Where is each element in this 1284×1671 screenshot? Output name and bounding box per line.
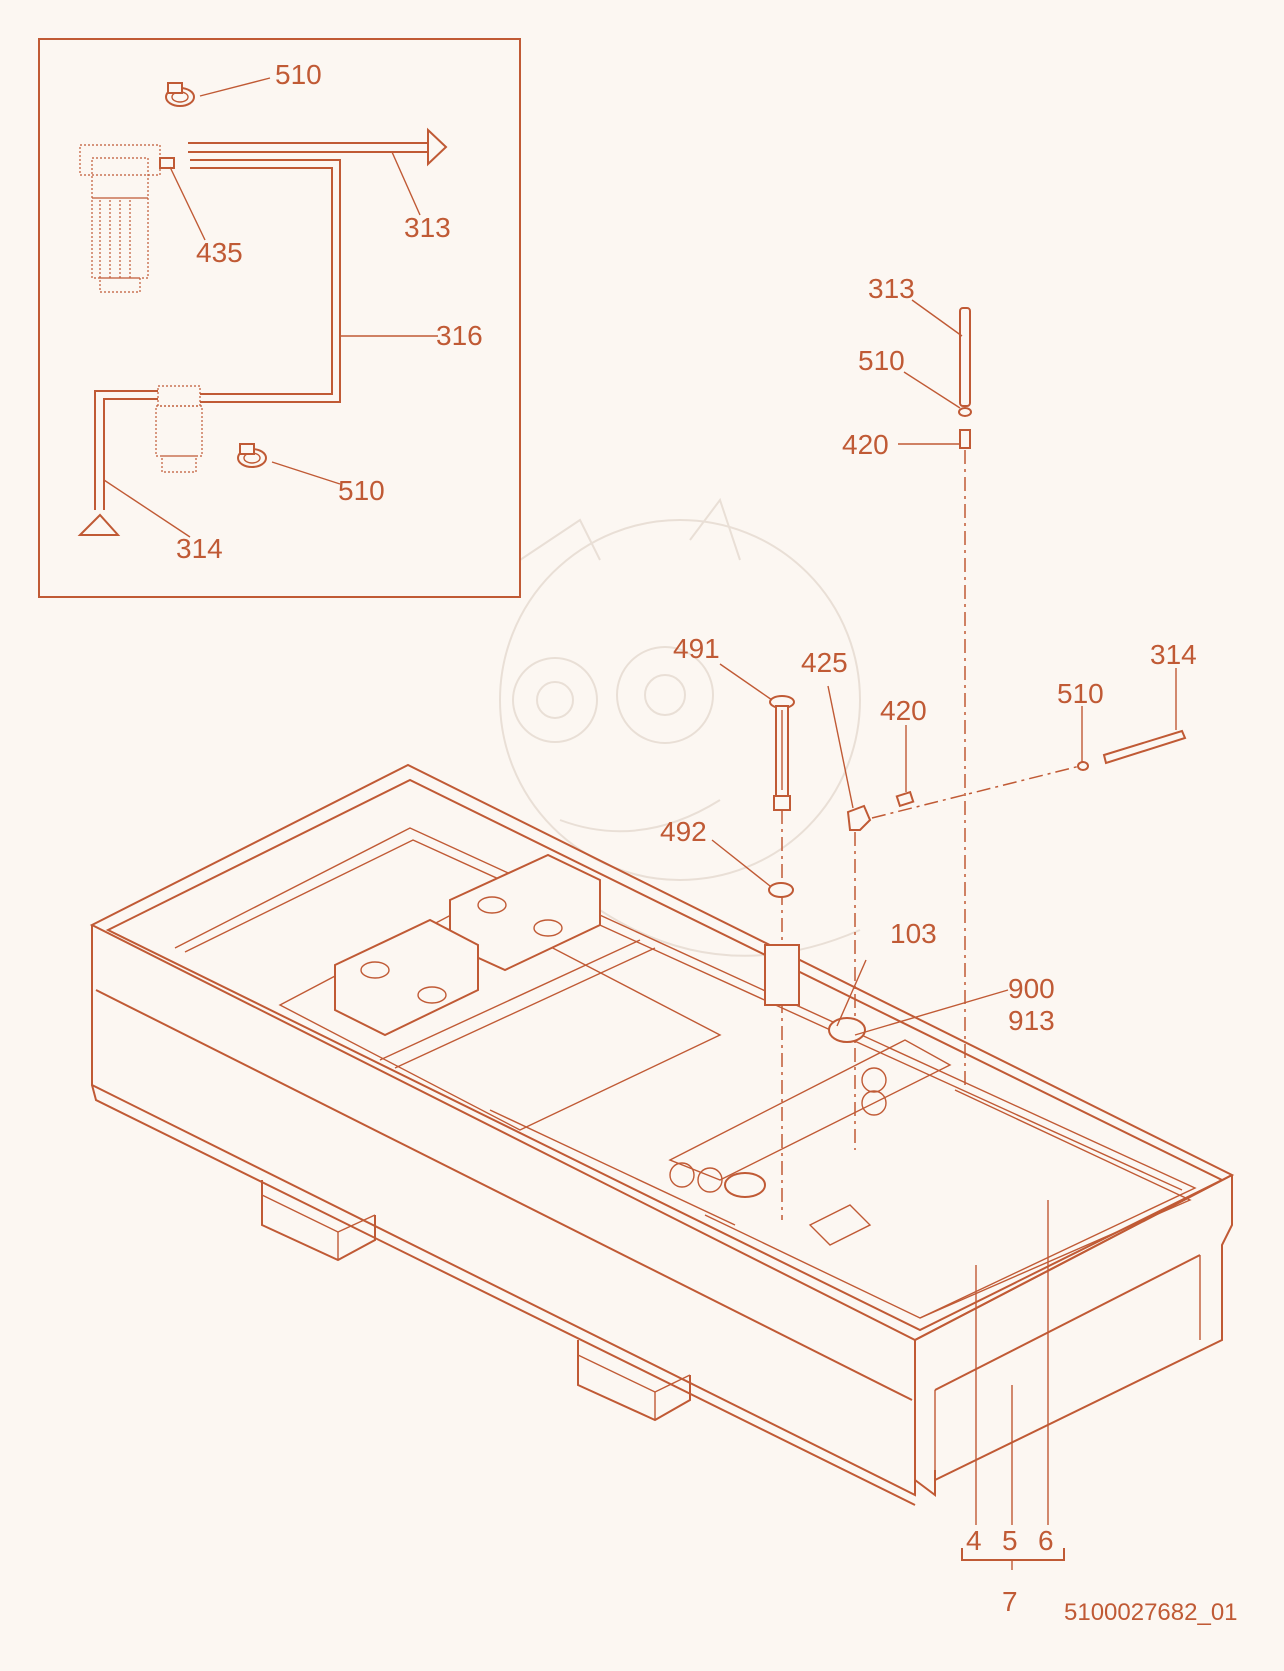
label-103: 103 — [890, 918, 937, 949]
label-425: 425 — [801, 647, 848, 678]
label-5: 5 — [1002, 1525, 1018, 1556]
label-313: 313 — [868, 273, 915, 304]
label-510: 510 — [1057, 678, 1104, 709]
label-316: 316 — [436, 320, 483, 351]
label-492: 492 — [660, 816, 707, 847]
label-420: 420 — [842, 429, 889, 460]
hose-clamp-icon — [237, 443, 267, 468]
hose-313 — [959, 307, 971, 407]
label-314: 314 — [1150, 639, 1197, 670]
filter-unit-icon — [79, 144, 175, 293]
upper-hose-stack — [898, 299, 972, 1090]
label-510: 510 — [338, 475, 385, 506]
clamp-510-icon — [958, 407, 972, 417]
label-510: 510 — [275, 59, 322, 90]
fitting-420-icon — [895, 790, 915, 808]
hose-313-inset — [188, 127, 448, 167]
hose-314 — [1102, 729, 1187, 765]
label-435: 435 — [196, 237, 243, 268]
assembly-callouts — [961, 1200, 1065, 1570]
drawing-number: 5100027682_01 — [1064, 1599, 1238, 1626]
clamp-510-icon — [1077, 761, 1089, 771]
inset-detail: 510 435 313 316 510 314 — [38, 38, 521, 598]
inset-frame — [38, 38, 521, 598]
sensor-491 — [769, 695, 795, 1220]
label-314: 314 — [176, 533, 223, 564]
hose-316-inset — [190, 159, 341, 403]
label-6: 6 — [1038, 1525, 1054, 1556]
fitting-420-icon — [959, 429, 971, 449]
label-510: 510 — [858, 345, 905, 376]
label-313: 313 — [404, 212, 451, 243]
label-491: 491 — [673, 633, 720, 664]
valve-lower-icon — [155, 385, 203, 473]
seal-492-icon — [768, 882, 794, 898]
hose-314-inset — [77, 390, 158, 536]
label-4: 4 — [966, 1525, 982, 1556]
label-420: 420 — [880, 695, 927, 726]
label-900: 900 — [1008, 973, 1055, 1004]
base-frame — [89, 763, 1235, 1506]
elbow-425-icon — [846, 804, 872, 1150]
label-913: 913 — [1008, 1005, 1055, 1036]
label-7: 7 — [1002, 1586, 1018, 1617]
hose-clamp-icon — [165, 82, 195, 107]
